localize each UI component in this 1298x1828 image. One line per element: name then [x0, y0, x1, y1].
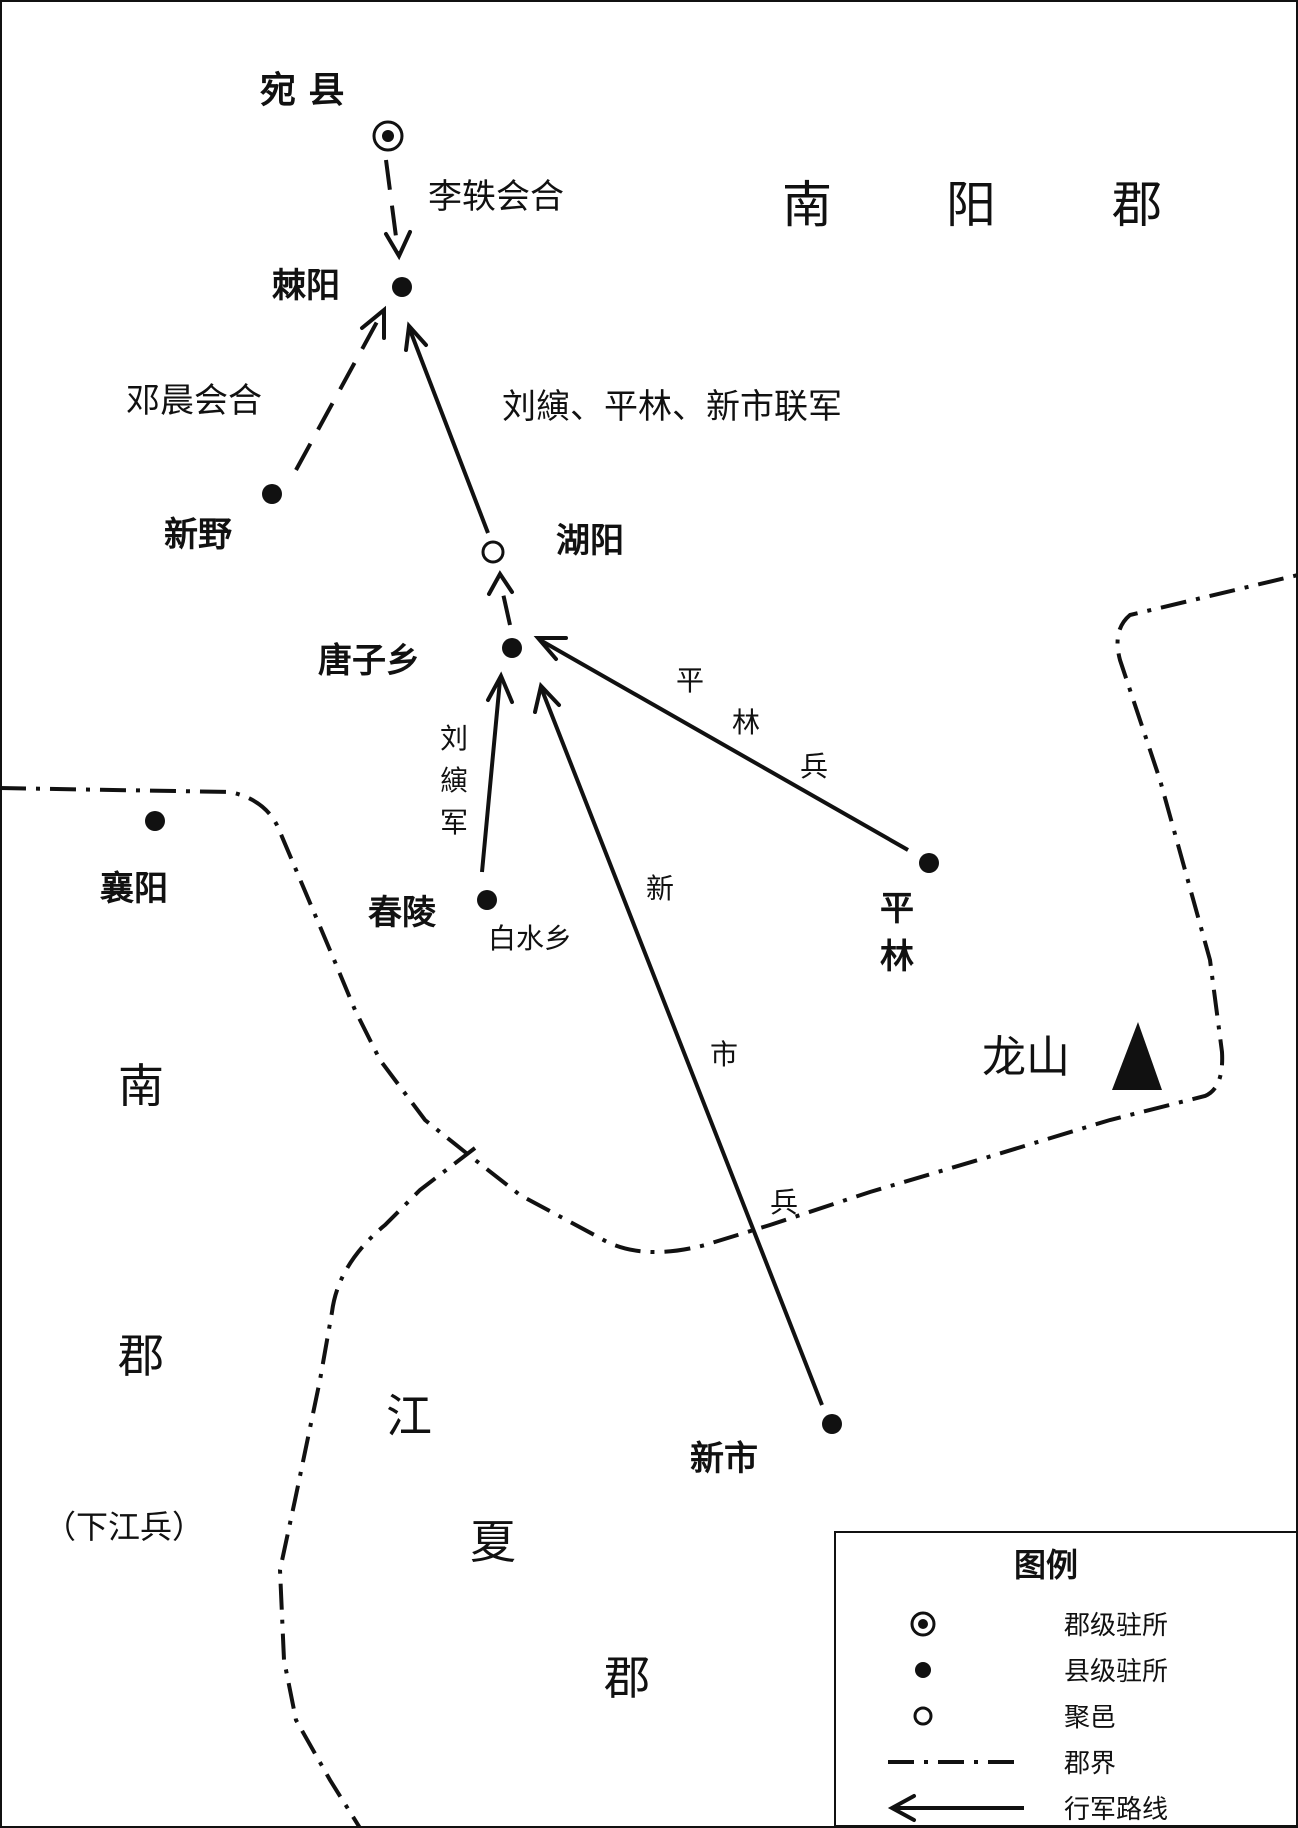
arrowhead-tangzixiang-from-xinshi [533, 681, 561, 714]
label-xinshi-troops-1: 新 [646, 872, 674, 905]
settlement-huyang [481, 540, 505, 564]
county-seat-chunling [477, 890, 497, 910]
label-nanyang-1: 南 [782, 176, 832, 234]
label-baishuixiang: 白水乡 [488, 922, 572, 955]
route-labels: 李轶会合 邓晨会合 刘縯、平林、新市联军 刘 縯 军 平 林 兵 新 市 兵 [126, 177, 842, 1219]
label-xinshi-troops-3: 兵 [770, 1186, 798, 1219]
label-jiyang: 棘阳 [272, 266, 340, 306]
legend-settlement-label: 聚邑 [1064, 1703, 1116, 1733]
arrowhead-tangzixiang-from-chunling [486, 671, 514, 704]
legend-commandery-seat-label: 郡级驻所 [1064, 1611, 1168, 1641]
arrowhead-jiyang-from-wanxian [384, 230, 412, 261]
route-chunling-tangzixiang [480, 679, 502, 873]
legend-march-route-label: 行军路线 [1064, 1795, 1168, 1825]
legend-settlement-icon [913, 1706, 933, 1726]
label-jiangxia-2: 夏 [470, 1515, 516, 1569]
label-allied-army: 刘縯、平林、新市联军 [502, 387, 842, 427]
route-tangzixiang-huyang [498, 579, 512, 626]
label-nanyang-3: 郡 [1112, 176, 1162, 234]
label-tangzixiang: 唐子乡 [318, 641, 420, 681]
route-pinglin-tangzixiang [539, 638, 909, 852]
label-nanjun-2: 郡 [118, 1329, 164, 1383]
legend-box [834, 1531, 1298, 1827]
legend-county-seat-icon [915, 1662, 931, 1678]
route-wanxian-jiyang [384, 159, 400, 253]
county-seat-tangzixiang [502, 638, 522, 658]
place-markers [145, 120, 1162, 1434]
label-nanyang-2: 阳 [946, 176, 996, 234]
label-wanxian: 宛 县 [260, 70, 345, 111]
label-huyang: 湖阳 [556, 521, 624, 561]
county-seat-jiyang [392, 277, 412, 297]
label-longshan: 龙山 [982, 1032, 1070, 1083]
county-seat-xiangyang [145, 811, 165, 831]
legend-boundary-label: 郡界 [1064, 1749, 1116, 1779]
label-pinglin-troops-1: 平 [676, 664, 704, 697]
region-labels: 南 阳 郡 南 郡 （下江兵） 江 夏 郡 [44, 176, 1162, 1705]
commandery-boundaries [0, 573, 1298, 1828]
label-xinshi: 新市 [690, 1439, 758, 1479]
legend-march-route-arrowhead [887, 1794, 916, 1822]
county-seat-xinye [262, 484, 282, 504]
label-pinglin-1: 平 [880, 889, 914, 929]
commandery-seat-wanxian-center [382, 130, 394, 142]
arrowhead-jiyang-from-xinye [360, 305, 386, 340]
route-huyang-jiyang [408, 329, 490, 534]
march-routes [294, 159, 909, 1406]
label-pinglin-troops-2: 林 [732, 706, 760, 739]
label-xinshi-troops-2: 市 [710, 1038, 738, 1071]
label-pinglin-troops-3: 兵 [800, 750, 828, 783]
label-jiangxia-3: 郡 [604, 1651, 650, 1705]
arrowhead-huyang-from-tangzixiang [487, 570, 514, 596]
arrowhead-tangzixiang-from-pinglin [533, 636, 568, 661]
label-xinye: 新野 [164, 515, 232, 555]
label-xiajiangbing: （下江兵） [44, 1508, 204, 1546]
label-pinglin-2: 林 [880, 937, 914, 977]
label-xiangyang: 襄阳 [100, 869, 168, 909]
legend-county-seat-label: 县级驻所 [1064, 1657, 1168, 1687]
label-deng-chen-join: 邓晨会合 [126, 381, 262, 421]
legend-title: 图例 [1014, 1546, 1078, 1584]
county-seat-pinglin [919, 853, 939, 873]
label-jiangxia-1: 江 [386, 1389, 432, 1443]
boundary-jiangxia [277, 1146, 477, 1828]
place-labels: 宛 县 棘阳 新野 湖阳 唐子乡 春陵 白水乡 襄阳 平 林 新市 龙山 [100, 70, 1070, 1479]
label-li-yi-join: 李轶会合 [428, 177, 564, 217]
legend-commandery-seat-icon-center [918, 1619, 928, 1629]
label-liu-yan-3: 军 [440, 806, 468, 839]
label-chunling: 春陵 [368, 893, 437, 933]
label-liu-yan-2: 縯 [440, 764, 468, 797]
label-liu-yan-1: 刘 [440, 722, 468, 755]
label-nanjun-1: 南 [118, 1059, 164, 1113]
arrowhead-jiyang-from-huyang [404, 321, 428, 352]
mountain-icon [1112, 1022, 1162, 1090]
route-xinshi-tangzixiang [540, 689, 824, 1406]
county-seat-xinshi [822, 1414, 842, 1434]
boundary-nanyang-nanjun [0, 573, 1298, 1254]
route-xinye-jiyang [294, 319, 380, 471]
legend: 图例 郡级驻所 县级驻所 聚邑 郡界 行军路线 [834, 1531, 1298, 1827]
